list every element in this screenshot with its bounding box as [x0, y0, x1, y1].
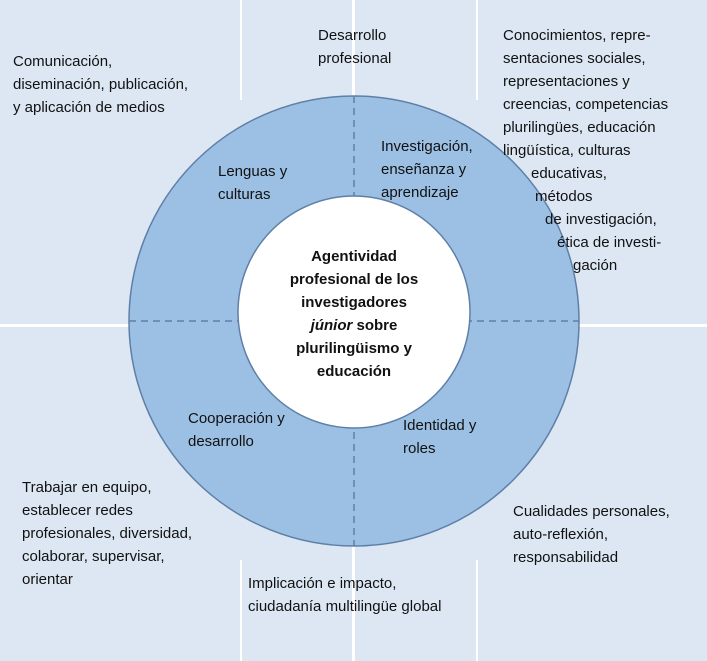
outer-top-left-label: Comunicación, diseminación, publicación,…: [13, 50, 188, 119]
outer-line: sentaciones sociales,: [503, 50, 646, 67]
outer-line: auto-reflexión,: [513, 526, 609, 543]
outer-line: métodos: [535, 188, 593, 205]
outer-line: educativas,: [531, 165, 607, 182]
outer-top-center-label: Desarrollo profesional: [318, 24, 391, 70]
outer-line: establecer redes: [22, 502, 133, 519]
center-title: Agentividad profesional de los investiga…: [254, 245, 454, 383]
sector-bottom-left-label: Cooperación y desarrollo: [188, 407, 285, 453]
outer-line: Comunicación,: [13, 53, 113, 70]
outer-line: orientar: [22, 571, 73, 588]
outer-line: Implicación e impacto,: [248, 575, 397, 592]
sector-top-left-label: Lenguas y culturas: [218, 160, 287, 206]
outer-line: ética de investi-: [557, 234, 662, 251]
outer-line: responsabilidad: [513, 549, 619, 566]
center-title-line: profesional de los: [289, 271, 419, 288]
divider-top-left: [240, 0, 242, 100]
outer-line: representaciones y: [503, 73, 630, 90]
outer-bottom-left-label: Trabajar en equipo, establecer redes pro…: [22, 476, 192, 591]
sector-line: roles: [403, 440, 436, 457]
center-title-line: investigadores: [301, 294, 407, 311]
sector-line: desarrollo: [188, 433, 254, 450]
outer-line: diseminación, publicación,: [13, 76, 189, 93]
center-title-line: júnior sobre: [254, 314, 454, 337]
center-circle: [237, 195, 471, 429]
sector-line: culturas: [218, 186, 271, 203]
outer-line: Cualidades personales,: [513, 503, 670, 520]
sector-line: Investigación,: [381, 138, 473, 155]
center-title-line: Agentividad: [311, 248, 397, 265]
outer-line: creencias, competencias: [503, 96, 669, 113]
sector-bottom-right-label: Identidad y roles: [403, 414, 476, 460]
divider-bottom-right: [476, 560, 478, 661]
outer-line: gación: [573, 257, 618, 274]
outer-line: Desarrollo: [318, 27, 387, 44]
divider-bottom-left: [240, 560, 242, 661]
sector-line: aprendizaje: [381, 184, 459, 201]
outer-line: colaborar, supervisar,: [22, 548, 165, 565]
sector-line: Cooperación y: [188, 410, 285, 427]
outer-line: de investigación,: [545, 211, 657, 228]
outer-line: Conocimientos, repre-: [503, 27, 651, 44]
center-title-italic: júnior: [310, 317, 353, 334]
center-title-line-rest: sobre: [352, 317, 398, 334]
center-title-line: plurilingüismo y: [296, 340, 412, 357]
outer-line: profesional: [318, 50, 392, 67]
center-title-line: educación: [316, 363, 392, 380]
sector-line: Lenguas y: [218, 163, 288, 180]
outer-line: Trabajar en equipo,: [22, 479, 152, 496]
outer-bottom-right-label: Cualidades personales, auto-reflexión, r…: [513, 500, 670, 569]
outer-bottom-center-label: Implicación e impacto, ciudadanía multil…: [248, 572, 441, 618]
sector-top-right-label: Investigación, enseñanza y aprendizaje: [381, 135, 473, 204]
divider-top-right: [476, 0, 478, 100]
outer-line: y aplicación de medios: [13, 99, 165, 116]
outer-line: profesionales, diversidad,: [22, 525, 193, 542]
outer-top-right-label: Conocimientos, repre- sentaciones social…: [503, 24, 668, 277]
outer-line: ciudadanía multilingüe global: [248, 598, 442, 615]
sector-line: enseñanza y: [381, 161, 467, 178]
sector-line: Identidad y: [403, 417, 477, 434]
outer-line: plurilingües, educación: [503, 119, 656, 136]
outer-line: lingüística, culturas: [503, 142, 631, 159]
